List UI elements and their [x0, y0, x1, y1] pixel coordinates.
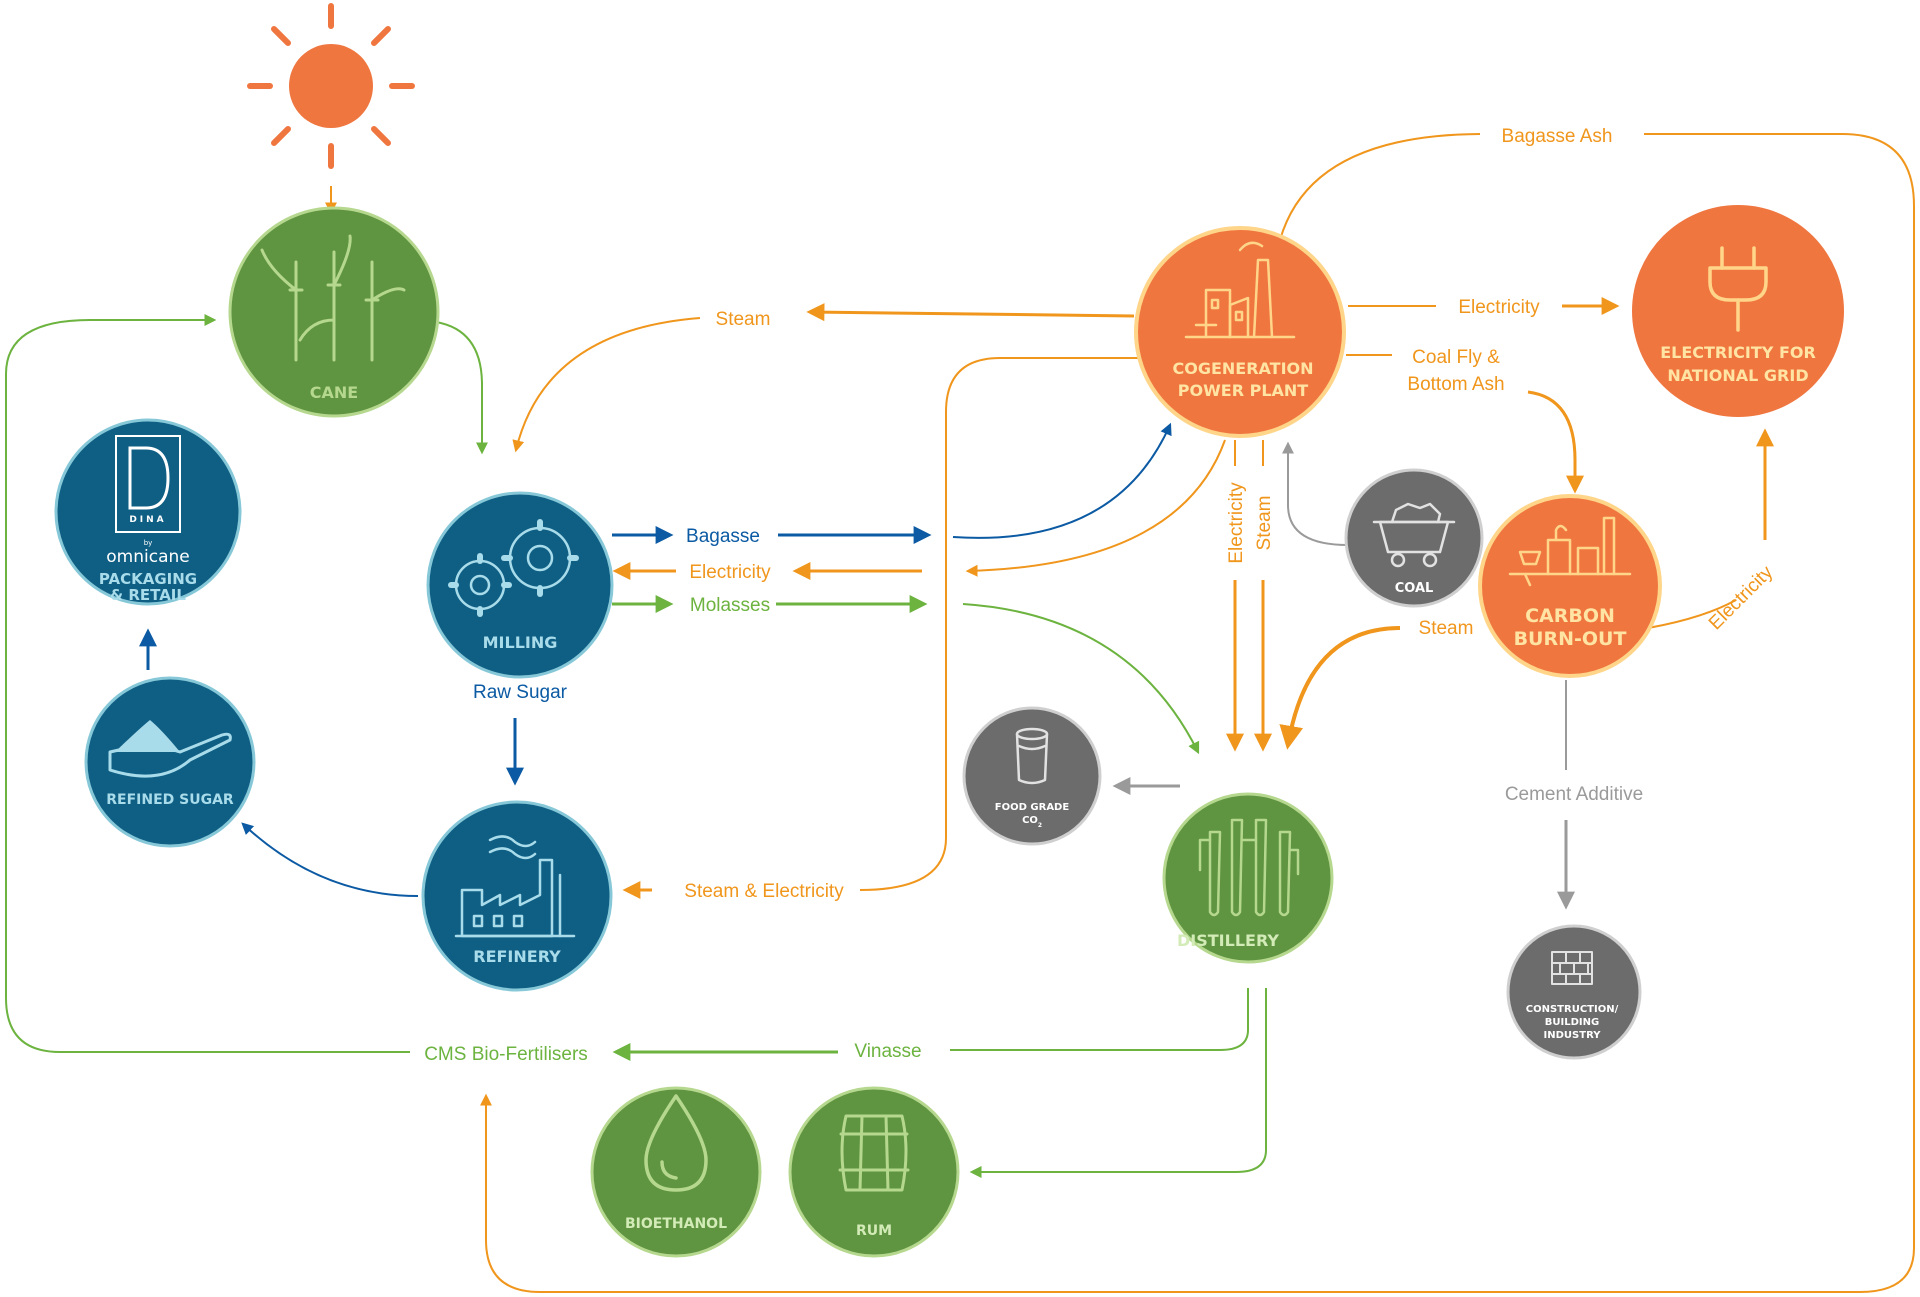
distillery-to-rum-line	[969, 988, 1267, 1178]
brick-wall-icon	[1551, 951, 1593, 985]
glass-icon	[1015, 727, 1049, 785]
refinery-node: REFINERY	[421, 800, 613, 992]
sun-icon	[247, 3, 415, 169]
packaging-label-line1: PACKAGING	[99, 570, 197, 588]
construction-node: CONSTRUCTION/ BUILDING INDUSTRY	[1506, 924, 1642, 1060]
fertiliser-to-cane-line	[5, 314, 410, 1053]
carbon-steam-to-distillery-line	[1279, 626, 1401, 750]
cane-label: CANE	[310, 383, 358, 402]
coal-node: COAL	[1344, 468, 1484, 608]
steam-to-milling-line	[512, 317, 701, 453]
sugar-spoon-icon	[108, 720, 232, 778]
raw-sugar-label: Raw Sugar	[473, 682, 568, 703]
refined-sugar-label: REFINED SUGAR	[106, 792, 234, 808]
rum-label: RUM	[856, 1223, 892, 1239]
milling-node: MILLING	[426, 491, 614, 679]
bioethanol-node: BIOETHANOL	[590, 1086, 762, 1258]
dina-logo	[115, 435, 181, 533]
packaging-node: DINA by omnicane PACKAGING & RETAIL	[54, 418, 242, 606]
electricity-grid-label: Electricity	[1458, 297, 1540, 318]
power-plant-icon	[1184, 241, 1296, 339]
distillery-columns-icon	[1198, 818, 1300, 917]
steam-top-label: Steam	[716, 309, 771, 330]
vinasse-label: Vinasse	[854, 1041, 921, 1062]
carbon-label-line2: BURN-OUT	[1514, 628, 1627, 650]
rum-node: RUM	[788, 1086, 960, 1258]
droplet-icon	[644, 1094, 708, 1192]
coal-ash-label-line1: Coal Fly &	[1412, 347, 1500, 368]
refined-sugar-node: REFINED SUGAR	[84, 676, 256, 848]
bioethanol-label: BIOETHANOL	[625, 1216, 727, 1232]
cogen-label-line2: POWER PLANT	[1178, 381, 1308, 400]
coal-to-cogen-line	[1282, 441, 1349, 546]
bagasse-ash-line-left	[1279, 133, 1481, 241]
co2-node: FOOD GRADE CO 2	[962, 706, 1102, 846]
coal-ash-label-line2: Bottom Ash	[1407, 374, 1504, 395]
distillery-node: DISTILLERY	[1162, 792, 1334, 964]
cane-node: CANE	[228, 206, 440, 418]
refinery-label: REFINERY	[473, 947, 561, 966]
barrel-icon	[838, 1114, 910, 1192]
steam-electricity-label: Steam & Electricity	[684, 881, 844, 902]
factory-icon	[454, 835, 576, 938]
burnout-plant-icon	[1508, 516, 1632, 587]
co2-label-subscript: 2	[1038, 822, 1042, 829]
ash-to-carbon-line	[1527, 390, 1584, 494]
cement-additive-label: Cement Additive	[1505, 784, 1643, 805]
distillery-vinasse-line	[950, 988, 1249, 1051]
cogen-label-line1: COGENERATION	[1172, 359, 1313, 378]
grid-label-line1: ELECTRICITY FOR	[1660, 343, 1816, 362]
plug-icon	[1708, 246, 1768, 332]
electricity-carbon-label: Electricity	[1705, 562, 1778, 635]
national-grid-node: ELECTRICITY FOR NATIONAL GRID	[1632, 205, 1844, 417]
construction-label-line2: BUILDING	[1545, 1017, 1599, 1028]
bagasse-ash-label: Bagasse Ash	[1502, 126, 1613, 147]
sugarcane-icon	[260, 234, 406, 362]
bagasse-label: Bagasse	[686, 526, 760, 547]
molasses-label: Molasses	[690, 595, 770, 616]
electricity-mill-label: Electricity	[689, 562, 771, 583]
construction-label-line3: INDUSTRY	[1544, 1030, 1602, 1041]
gears-icon	[448, 519, 579, 617]
refinery-to-sugar-arrow	[241, 822, 419, 897]
co2-label-line2: CO	[1022, 815, 1038, 826]
milling-label: MILLING	[483, 633, 558, 652]
coal-cart-icon	[1372, 502, 1456, 568]
dina-by-label: by	[144, 539, 153, 547]
carbon-burnout-node: CARBON BURN-OUT	[1478, 494, 1662, 678]
steam-electricity-loop-line	[859, 357, 1140, 891]
bagasse-ash-loop-line	[480, 133, 1915, 1293]
bagasse-to-cogen-line	[952, 422, 1172, 539]
distillery-label: DISTILLERY	[1177, 931, 1279, 950]
grid-label-line2: NATIONAL GRID	[1667, 366, 1808, 385]
cogeneration-node: COGENERATION POWER PLANT	[1134, 226, 1346, 438]
omnicane-label: omnicane	[106, 547, 189, 567]
molasses-to-distillery-line	[962, 603, 1200, 755]
co2-label-line1: FOOD GRADE	[995, 802, 1070, 813]
cane-to-milling-arrow	[435, 321, 488, 455]
bio-fertilisers-label: CMS Bio-Fertilisers	[424, 1044, 588, 1065]
packaging-label-line2: & RETAIL	[110, 586, 186, 604]
steam-vertical-label: Steam	[1254, 496, 1275, 551]
carbon-label-line1: CARBON	[1525, 605, 1615, 627]
cogen-steam-arrow	[806, 303, 1135, 322]
dina-brand-label: DINA	[129, 515, 166, 525]
coal-label: COAL	[1395, 581, 1434, 596]
cogen-electricity-to-mill-line	[965, 439, 1226, 577]
dina-d-icon	[128, 446, 170, 510]
electricity-vertical-label: Electricity	[1226, 482, 1247, 564]
construction-label-line1: CONSTRUCTION/	[1526, 1004, 1619, 1015]
steam-carbon-label: Steam	[1419, 618, 1474, 639]
